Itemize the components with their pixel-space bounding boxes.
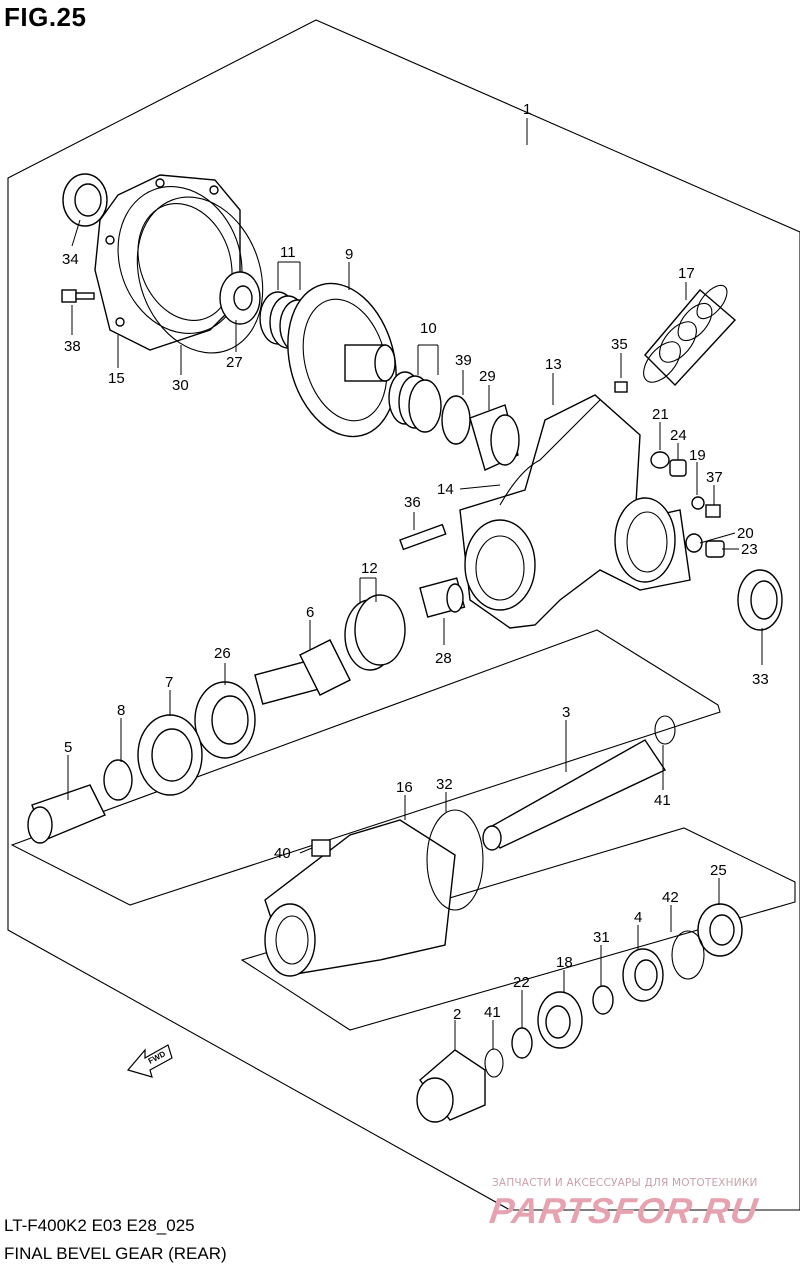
stud-36 (399, 523, 447, 551)
callout-22: 22 (513, 974, 530, 991)
shims-10 (388, 371, 442, 433)
coupling-18 (537, 991, 583, 1049)
callout-31: 31 (593, 929, 610, 946)
circlip-41-lower (484, 1048, 504, 1078)
callout-19: 19 (689, 447, 706, 464)
assembly-outline (7, 19, 800, 1211)
washer-19 (691, 496, 705, 510)
watermark-tagline: ЗАПЧАСТИ И АКСЕССУАРЫ ДЛЯ МОТОТЕХНИКИ (492, 1177, 758, 1189)
needle-bearing-29 (469, 404, 520, 471)
callout-4: 4 (634, 909, 642, 926)
callout-26: 26 (214, 645, 231, 662)
callout-21: 21 (652, 406, 669, 423)
rubber-boot-17 (643, 284, 737, 387)
callout-labels: 1 2 3 4 5 6 7 8 9 10 11 12 13 14 15 16 1… (62, 101, 769, 1023)
callout-16: 16 (396, 779, 413, 796)
circlip-41-upper (654, 715, 676, 745)
callout-37: 37 (706, 469, 723, 486)
callout-23: 23 (741, 541, 758, 558)
callout-35: 35 (611, 336, 628, 353)
callout-11: 11 (280, 244, 296, 261)
bearing-26 (194, 681, 256, 759)
callout-41-lower: 41 (484, 1004, 501, 1021)
callout-7: 7 (165, 674, 173, 691)
callout-29: 29 (479, 368, 496, 385)
callout-28: 28 (435, 650, 452, 667)
washer-39 (441, 395, 471, 445)
washer-22 (511, 1027, 533, 1059)
callout-8: 8 (117, 702, 125, 719)
model-code: LT-F400K2 E03 E28_025 (4, 1216, 195, 1235)
callout-5: 5 (64, 739, 72, 756)
oil-seal-34 (62, 173, 108, 227)
callout-3: 3 (562, 704, 570, 721)
oil-seal-33 (737, 569, 783, 631)
callout-42: 42 (662, 889, 679, 906)
bearing-25 (697, 903, 743, 957)
callout-17: 17 (678, 265, 695, 282)
callout-41-upper: 41 (654, 792, 671, 809)
callout-2: 2 (453, 1006, 461, 1023)
plug-24 (669, 459, 687, 477)
breather-hose-14 (499, 399, 601, 506)
gasket-21 (650, 451, 670, 469)
callout-40: 40 (274, 845, 291, 862)
figure-title: FIG.25 (4, 2, 87, 32)
callout-15: 15 (108, 370, 125, 387)
forward-arrow-icon: FWD (126, 1044, 173, 1078)
o-ring-30 (136, 196, 264, 354)
bolt-38 (61, 289, 95, 303)
callout-33: 33 (752, 671, 769, 688)
housing-cap-15 (94, 174, 243, 351)
shims-12 (344, 594, 406, 671)
propeller-shaft-3 (482, 739, 667, 851)
callout-13: 13 (545, 356, 562, 373)
subassembly-frame-lower-left (10, 629, 721, 906)
spacer-8 (103, 759, 133, 801)
callout-18: 18 (556, 954, 573, 971)
callout-25: 25 (710, 862, 727, 879)
diagram-name: FINAL BEVEL GEAR (REAR) (4, 1244, 227, 1263)
circlip-42 (671, 930, 705, 980)
needle-bearing-5 (27, 784, 106, 844)
callout-34: 34 (62, 251, 79, 268)
callout-36: 36 (404, 494, 421, 511)
callout-20: 20 (737, 525, 754, 542)
needle-bearing-28 (419, 577, 466, 618)
callout-24: 24 (670, 427, 687, 444)
bevel-ring-gear-9 (287, 282, 397, 438)
nut-40 (311, 839, 331, 857)
bearing-7 (137, 714, 203, 796)
boot-2 (416, 1049, 486, 1123)
callout-30: 30 (172, 377, 189, 394)
bolt-37 (705, 504, 721, 518)
bearing-27 (219, 271, 261, 325)
bearing-4 (622, 948, 664, 1002)
bevel-pinion-6 (254, 639, 351, 705)
watermark-brand: PARTSFOR.RU (487, 1190, 761, 1231)
callout-39: 39 (455, 352, 472, 369)
callout-27: 27 (226, 354, 243, 371)
callout-10: 10 (420, 320, 437, 337)
clamp-35 (614, 381, 628, 393)
subassembly-frame-propeller (240, 827, 796, 1031)
gear-case-13 (459, 394, 691, 629)
callout-32: 32 (436, 776, 453, 793)
callout-38: 38 (64, 338, 81, 355)
callout-6: 6 (306, 604, 314, 621)
plug-23 (705, 540, 725, 558)
callout-1: 1 (523, 101, 531, 118)
callout-14: 14 (437, 481, 454, 498)
gasket-20 (685, 533, 703, 553)
propeller-housing-16 (264, 819, 456, 977)
callout-12: 12 (361, 560, 378, 577)
ring-31 (592, 985, 614, 1015)
callout-9: 9 (345, 246, 353, 263)
leader-lines (67, 118, 763, 1050)
o-ring-32 (426, 809, 484, 911)
